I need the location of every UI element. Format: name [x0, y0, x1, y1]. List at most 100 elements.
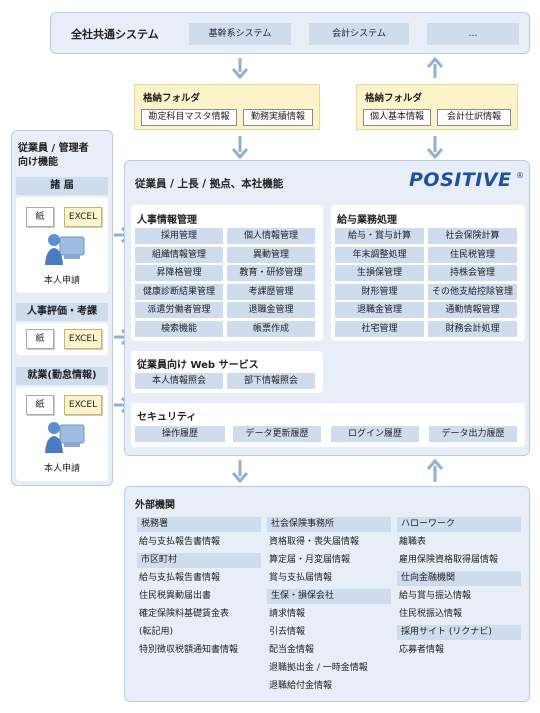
function-item: 組織情報管理 [135, 246, 223, 263]
common-system-title: 全社共通システム [71, 28, 159, 41]
agency-item: 雇用保険資格取得届情報 [399, 555, 499, 565]
function-item: 考課歴管理 [227, 283, 315, 300]
function-item: その他支給控除管理 [428, 283, 517, 300]
function-item: 生損保管理 [335, 265, 424, 281]
function-item: 派遣労働者管理 [135, 302, 223, 318]
payroll-box: 給与業務処理 給与・賞与計算社会保険計算年末調整処理住民税管理生損保管理持株会管… [331, 205, 525, 341]
function-item: 昇降格管理 [135, 265, 223, 281]
arrow-down-icon [231, 136, 249, 160]
employee-functions-title: 従業員 / 管理者 [18, 143, 89, 154]
arrow-down-icon [231, 460, 249, 484]
security-title: セキュリティ [137, 412, 197, 423]
web-service-title: 従業員向け Web サービス [137, 360, 259, 371]
hr-management-title: 人事情報管理 [137, 215, 197, 226]
section-body-attendance: 紙 EXCEL 本人申請 [16, 387, 108, 481]
arrow-down-icon [426, 136, 444, 160]
system-box-more: … [427, 23, 519, 45]
web-item-subordinate-info: 部下情報照会 [227, 373, 315, 389]
web-item-own-info: 本人情報照会 [135, 373, 223, 389]
agency-item: (転記用) [139, 627, 174, 637]
function-item: 退職金管理 [227, 302, 315, 318]
folder-item: 勘定科目マスタ情報 [141, 109, 237, 126]
section-title-attendance: 就業(勤怠情報) [16, 367, 108, 385]
agency-item: 住民税異動届出書 [139, 591, 212, 601]
function-item: 教育・研修管理 [227, 265, 315, 281]
agency-header: 市区町村 [137, 553, 261, 568]
agency-item: 退職拠出金 / 一時金情報 [269, 663, 368, 673]
security-item-update-log: データ更新履歴 [233, 426, 321, 442]
hr-management-box: 人事情報管理 採用管理個人情報管理組織情報管理異動管理昇降格管理教育・研修管理健… [131, 205, 323, 341]
agency-item: 賞与支払届情報 [269, 573, 333, 583]
agency-item: 離職表 [399, 537, 427, 547]
payroll-title: 給与業務処理 [337, 215, 397, 226]
external-agencies-title: 外部機関 [135, 500, 175, 511]
agency-item: 確定保険料基礎賃金表 [139, 609, 230, 619]
security-item-output-log: データ出力履歴 [429, 426, 517, 442]
function-item: 社宅管理 [335, 320, 424, 337]
excel-file-icon: EXCEL [64, 207, 102, 227]
paper-form-icon: 紙 [26, 329, 54, 349]
function-item: 社会保険計算 [428, 228, 517, 244]
person-computer-icon [45, 422, 85, 453]
external-agencies-panel: 外部機関 税務署給与支払報告書情報市区町村給与支払報告書情報住民税異動届出書確定… [124, 486, 530, 702]
function-item: 個人情報管理 [227, 228, 315, 244]
agency-header: ハローワーク [397, 517, 521, 532]
main-functions-panel: 従業員 / 上長 / 拠点、本社機能 POSITIVE ® 人事情報管理 採用管… [124, 160, 530, 456]
security-item-login-log: ログイン履歴 [331, 426, 419, 442]
paper-form-icon: 紙 [26, 207, 54, 227]
registered-mark-icon: ® [516, 171, 524, 180]
self-application-caption: 本人申請 [43, 464, 80, 474]
main-functions-title: 従業員 / 上長 / 拠点、本社機能 [135, 178, 284, 190]
system-box-accounting: 会計システム [309, 23, 409, 45]
folder-item: 個人基本情報 [363, 109, 431, 126]
system-box-core: 基幹系システム [189, 23, 291, 45]
storage-folder-right: 格納フォルダ 個人基本情報 会計仕訳情報 [356, 84, 518, 130]
web-service-box: 従業員向け Web サービス 本人情報照会 部下情報照会 [131, 351, 323, 393]
arrow-down-icon [231, 58, 249, 80]
folder-title: 格納フォルダ [143, 93, 201, 104]
agency-item: 特別徴収税額通知書情報 [139, 645, 239, 655]
agency-header: 採用サイト (リクナビ) [397, 625, 521, 640]
agency-item: 請求情報 [269, 609, 306, 619]
section-body-evaluation: 紙 EXCEL [16, 323, 108, 355]
agency-item: 資格取得・喪失届情報 [269, 537, 360, 547]
function-item: 異動管理 [227, 246, 315, 263]
agency-item: 引去情報 [269, 627, 306, 637]
folder-title: 格納フォルダ [365, 93, 423, 104]
arrow-up-icon [426, 56, 444, 78]
function-item: 給与・賞与計算 [335, 228, 424, 244]
agency-item: 退職給付金情報 [269, 681, 333, 691]
section-title-evaluation: 人事評価・考課 [16, 303, 108, 321]
function-item: 検索機能 [135, 320, 223, 337]
security-item-operation-log: 操作履歴 [135, 426, 225, 442]
agency-item: 給与支払報告書情報 [139, 573, 221, 583]
agency-item: 給与支払報告書情報 [139, 537, 221, 547]
agency-item: 応募者情報 [399, 645, 445, 655]
agency-item: 住民税振込情報 [399, 609, 463, 619]
function-item: 住民税管理 [428, 246, 517, 263]
section-title-notifications: 諸 届 [16, 177, 108, 195]
section-body-notifications: 紙 EXCEL 本人申請 [16, 197, 108, 293]
common-system-panel: 全社共通システム 基幹系システム 会計システム … [50, 12, 530, 54]
function-item: 年末調整処理 [335, 246, 424, 263]
self-application-caption: 本人申請 [43, 276, 80, 286]
agency-header: 仕向金融機関 [397, 571, 521, 586]
function-item: 退職金管理 [335, 302, 424, 318]
function-item: 財務会計処理 [428, 320, 517, 337]
folder-item: 会計仕訳情報 [437, 109, 511, 126]
agency-header: 税務署 [137, 517, 261, 532]
person-computer-icon [45, 234, 85, 265]
excel-file-icon: EXCEL [64, 395, 102, 415]
agency-header: 生保・損保会社 [267, 589, 391, 604]
function-item: 帳票作成 [227, 320, 315, 337]
excel-file-icon: EXCEL [64, 329, 102, 349]
security-box: セキュリティ 操作履歴 データ更新履歴 ログイン履歴 データ出力履歴 [131, 403, 525, 447]
storage-folder-left: 格納フォルダ 勘定科目マスタ情報 勤務実績情報 [134, 84, 320, 130]
employee-functions-subtitle: 向け機能 [18, 157, 58, 168]
agency-item: 配当金情報 [269, 645, 315, 655]
function-item: 財形管理 [335, 283, 424, 300]
employee-functions-panel: 従業員 / 管理者 向け機能 諸 届 紙 EXCEL 本人申請 人事評価・考課 … [11, 130, 113, 486]
agency-item: 算定届・月変届情報 [269, 555, 351, 565]
function-item: 通勤情報管理 [428, 302, 517, 318]
function-item: 持株会管理 [428, 265, 517, 281]
